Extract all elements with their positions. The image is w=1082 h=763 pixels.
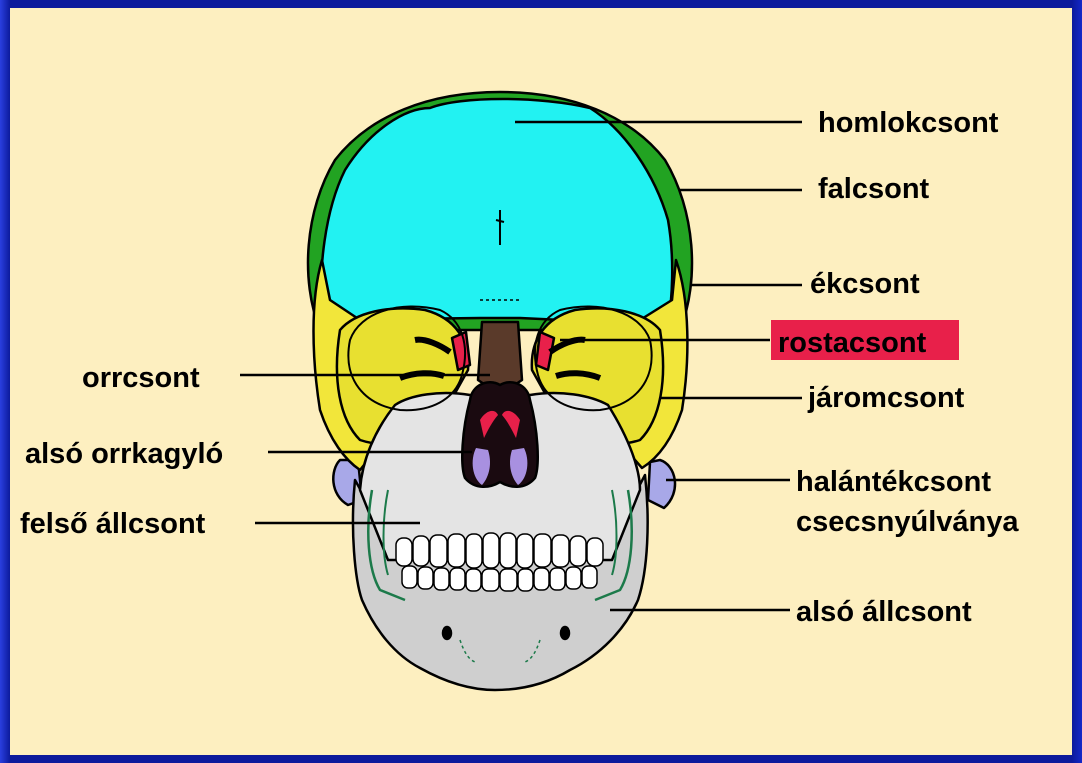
label-jaromcsont: járomcsont	[807, 382, 965, 414]
label-falcsont: falcsont	[818, 173, 930, 205]
label-homlokcsont: homlokcsont	[818, 107, 999, 139]
label-halantekcsont-line2: csecsnyúlványa	[796, 506, 1019, 538]
label-felso-allcsont: felső állcsont	[20, 508, 206, 540]
label-orrcsont: orrcsont	[82, 362, 200, 394]
label-also-orrkagylo: alsó orrkagyló	[25, 438, 223, 470]
mastoid-right	[648, 460, 675, 508]
label-also-allcsont: alsó állcsont	[796, 596, 972, 628]
label-rostacsont: rostacsont	[778, 327, 927, 359]
label-halantekcsont-line1: halántékcsont	[796, 466, 991, 498]
skull-illustration	[308, 92, 692, 690]
teeth	[396, 533, 603, 591]
label-ekcsont: ékcsont	[810, 268, 920, 300]
